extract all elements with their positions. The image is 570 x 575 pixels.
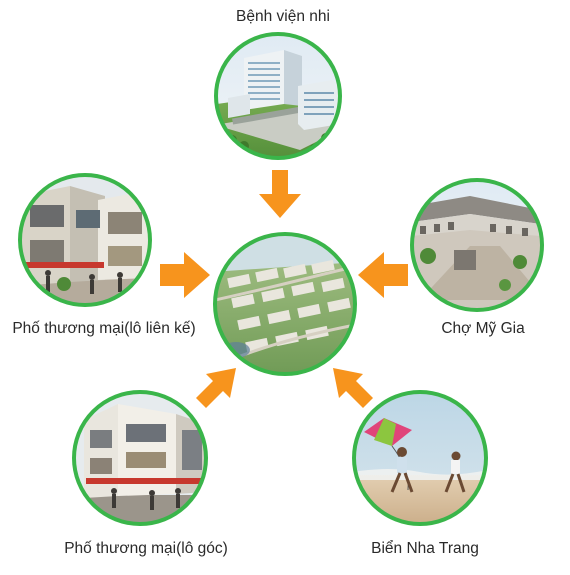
- node-terraced-shophouses: [18, 173, 152, 307]
- hospital-ring: [214, 32, 342, 160]
- node-market: [410, 178, 544, 312]
- arrow-right: [160, 252, 210, 298]
- terraced-shophouses-image: [20, 175, 150, 305]
- arrow-up-left: [333, 368, 373, 408]
- market-label: Chợ Mỹ Gia: [441, 320, 525, 337]
- corner-shophouses-ring: [72, 390, 208, 526]
- node-corner-shophouses: [72, 390, 208, 526]
- arrow-up-right: [196, 368, 236, 408]
- masterplan-image: [215, 234, 355, 374]
- hospital-image: [216, 34, 340, 158]
- corner-shophouses-label: Phố thương mại(lô góc): [64, 540, 228, 557]
- arrows: [160, 170, 408, 408]
- node-masterplan: [213, 232, 357, 376]
- terraced-shophouses-label: Phố thương mại(lô liên kế): [12, 320, 196, 337]
- beach-ring: [352, 390, 488, 526]
- hospital-label: Bệnh viện nhi: [236, 8, 330, 25]
- masterplan-ring: [213, 232, 357, 376]
- node-hospital: [214, 32, 342, 160]
- market-ring: [410, 178, 544, 312]
- node-beach: [352, 390, 488, 526]
- terraced-shophouses-ring: [18, 173, 152, 307]
- arrow-left: [358, 252, 408, 298]
- arrow-down: [259, 170, 301, 218]
- beach-label: Biển Nha Trang: [371, 540, 479, 557]
- corner-shophouses-image: [74, 392, 206, 524]
